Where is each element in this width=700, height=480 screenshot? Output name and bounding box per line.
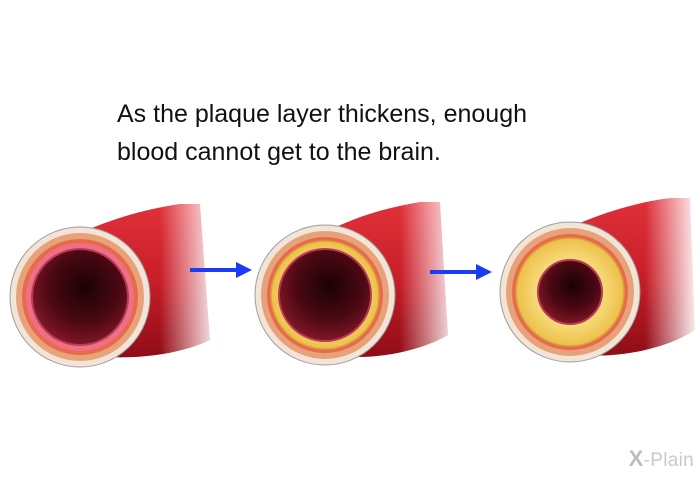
blocked-artery [499,185,700,365]
logo-mark: X [628,446,644,471]
lumen [31,248,129,346]
healthy-artery [9,195,220,368]
artery-fade [160,195,220,365]
arrow-head [236,262,252,278]
arrow-head [476,264,492,280]
caption: As the plaque layer thickens, enough blo… [117,95,637,171]
artery-fade [645,185,700,365]
artery-fade [400,190,460,365]
narrowing-artery [254,190,460,366]
progression-arrow-1 [190,262,252,278]
progression-arrow-2 [430,264,492,280]
lumen [537,259,603,325]
logo-text: -Plain [643,450,694,471]
caption-line-1: As the plaque layer thickens, enough [117,100,527,128]
x-plain-logo: X-Plain [629,446,694,472]
lumen [278,248,372,342]
caption-line-2: blood cannot get to the brain. [117,138,441,166]
